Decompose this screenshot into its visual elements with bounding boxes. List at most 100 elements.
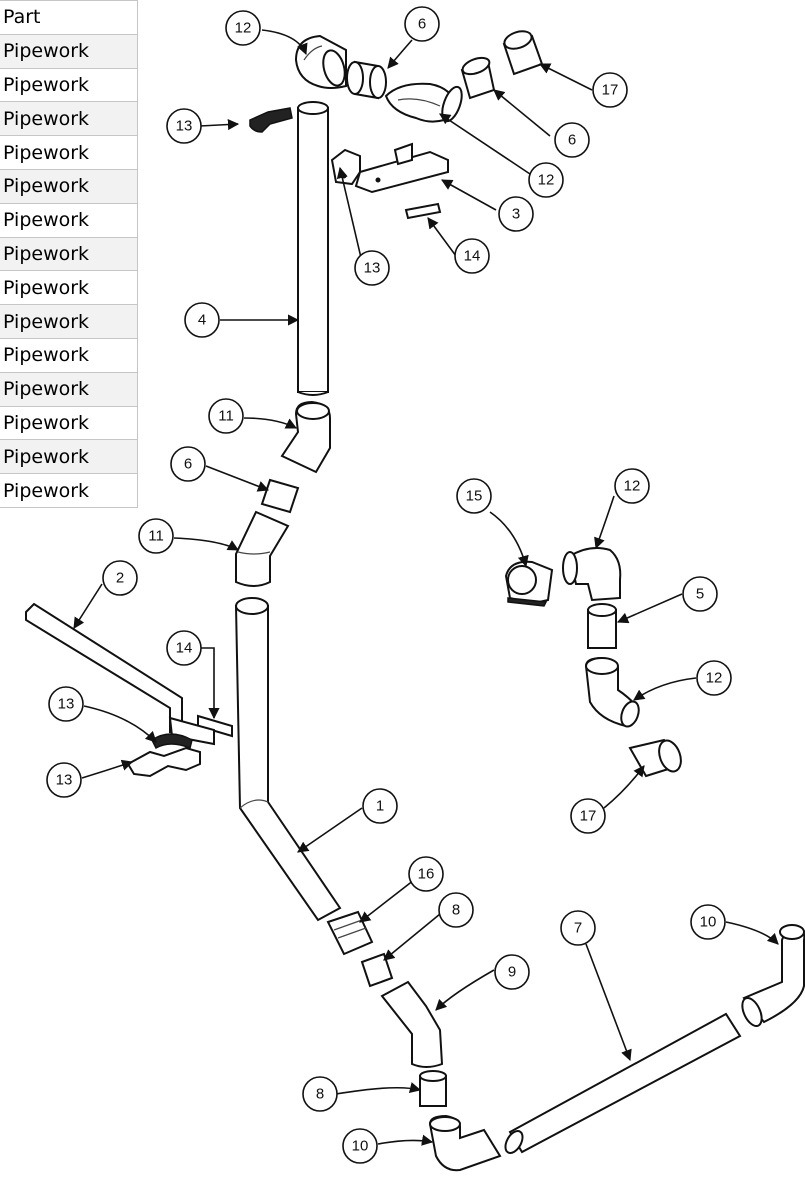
callout-number: 2: [116, 570, 124, 587]
callout-balloon: 4: [184, 302, 220, 338]
callout-number: 13: [364, 260, 381, 277]
coupling-part-17-top: [502, 30, 544, 76]
callout-number: 10: [700, 914, 717, 931]
callout-balloon: 1: [362, 788, 398, 824]
callout-balloon: 13: [354, 250, 390, 286]
elbow-part-12-top-mid: [384, 82, 463, 123]
callout-number: 11: [218, 408, 234, 425]
callout-balloon: 7: [560, 910, 596, 946]
table-header-row: Part: [0, 0, 138, 35]
table-row: Pipework: [0, 202, 138, 238]
elbow-part-12-top: [294, 34, 347, 89]
table-cell: Pipework: [0, 405, 138, 441]
table-row: Pipework: [0, 135, 138, 170]
callout-number: 3: [512, 206, 520, 223]
clamp-part-13-lower-b: [126, 746, 201, 778]
table-cell: Pipework: [0, 304, 138, 339]
callout-balloon: 6: [554, 122, 590, 158]
table-cell: Pipework: [0, 337, 138, 373]
table-cell: Pipework: [0, 33, 138, 69]
pipe-part-7: [504, 1012, 742, 1154]
elbow-part-10-lower: [428, 1114, 502, 1172]
bracket-part-2: [25, 602, 183, 734]
callout-balloon: 12: [614, 468, 650, 504]
table-row: Pipework: [0, 236, 138, 272]
table-row: Pipework: [0, 473, 138, 508]
callout-number: 5: [696, 586, 704, 603]
table-row: Pipework: [0, 101, 138, 137]
coupling-part-8-upper: [360, 952, 394, 988]
table-cell: Pipework: [0, 439, 138, 475]
callout-number: 13: [56, 772, 73, 789]
callout-balloon: 8: [438, 892, 474, 928]
callout-number: 17: [602, 82, 619, 99]
table-row: Pipework: [0, 270, 138, 306]
callout-number: 16: [418, 866, 435, 883]
callout-number: 13: [58, 696, 75, 713]
elbow-part-9: [380, 980, 444, 1068]
coupling-part-5: [587, 603, 617, 649]
table-row: Pipework: [0, 33, 138, 69]
table-row: Pipework: [0, 439, 138, 475]
callout-number: 8: [452, 902, 460, 919]
callout-balloon: 13: [48, 686, 84, 722]
table-row: Pipework: [0, 304, 138, 339]
callout-number: 12: [235, 20, 252, 37]
table-cell: Pipework: [0, 202, 138, 238]
callout-balloon: 9: [494, 954, 530, 990]
table-cell: Pipework: [0, 168, 138, 204]
callout-balloon: 6: [404, 6, 440, 42]
table-row: Pipework: [0, 405, 138, 441]
table-cell: Pipework: [0, 67, 138, 103]
clamp-part-13-lower-a: [151, 733, 193, 750]
callout-number: 6: [184, 456, 192, 473]
elbow-part-10-right: [741, 924, 805, 1028]
callout-number: 11: [148, 528, 164, 545]
callout-number: 1: [376, 798, 384, 815]
callout-number: 14: [464, 248, 481, 265]
callout-balloon: 17: [592, 72, 628, 108]
table-cell: Pipework: [0, 236, 138, 272]
table-cell: Pipework: [0, 371, 138, 407]
callout-balloon: 12: [696, 660, 732, 696]
elbow-part-11-lower: [235, 510, 290, 587]
callout-number: 14: [176, 640, 193, 657]
callout-balloons: 12 6 17 13 6 12 3 14 13 4 11 6 11 15 12 …: [46, 6, 732, 1164]
pipe-part-1: [234, 597, 342, 922]
table-cell: Pipework: [0, 101, 138, 137]
elbow-part-12-right-upper: [562, 547, 622, 602]
callout-balloon: 15: [456, 478, 492, 514]
callout-balloon: 10: [690, 904, 726, 940]
callout-balloon: 10: [342, 1128, 378, 1164]
callout-number: 9: [508, 964, 516, 981]
callout-balloon: 8: [302, 1076, 338, 1112]
coupling-part-6-right: [460, 56, 496, 100]
callout-balloon: 5: [682, 576, 718, 612]
callout-number: 17: [580, 808, 597, 825]
callout-balloon: 11: [208, 398, 244, 434]
pipe-part-4: [297, 101, 329, 396]
callout-number: 6: [418, 16, 426, 33]
table-row: Pipework: [0, 168, 138, 204]
leader-lines: [73, 29, 779, 1146]
tee-part-15: [504, 560, 554, 607]
callout-balloon: 16: [408, 856, 444, 892]
plate-part-14-top: [404, 202, 442, 220]
callout-balloon: 6: [170, 446, 206, 482]
coupling-part-8-lower: [419, 1070, 447, 1107]
callout-number: 12: [538, 172, 555, 189]
callout-balloon: 3: [498, 196, 534, 232]
coupling-part-6-middle: [260, 478, 300, 514]
callout-balloon: 14: [454, 238, 490, 274]
callout-balloon: 11: [138, 518, 174, 554]
callout-number: 10: [352, 1138, 369, 1155]
callout-number: 12: [706, 670, 723, 687]
clamp-part-13-top: [249, 107, 293, 133]
table-row: Pipework: [0, 337, 138, 373]
callout-balloon: 12: [528, 162, 564, 198]
table-cell: Pipework: [0, 135, 138, 170]
callout-balloon: 2: [102, 560, 138, 596]
callout-number: 13: [176, 118, 193, 135]
callout-balloon: 13: [46, 762, 82, 798]
